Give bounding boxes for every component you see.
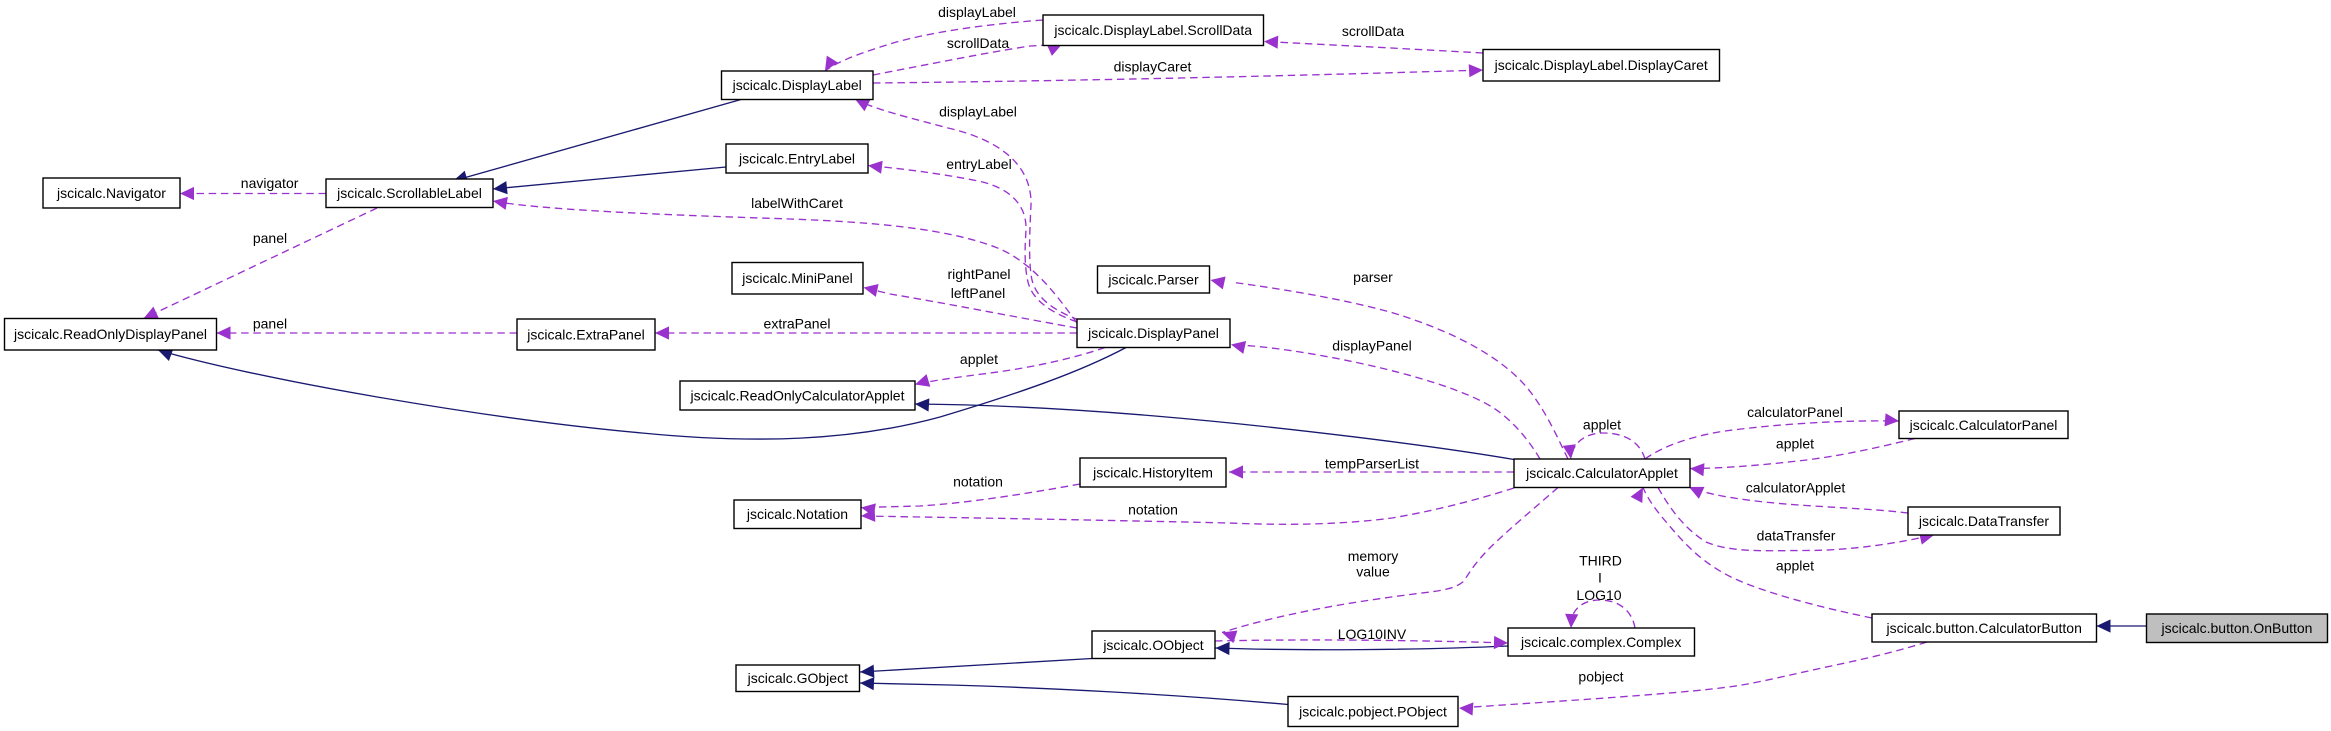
svg-text:jscicalc.EntryLabel: jscicalc.EntryLabel bbox=[738, 151, 855, 167]
svg-text:displayLabel: displayLabel bbox=[939, 104, 1017, 120]
svg-text:jscicalc.Notation: jscicalc.Notation bbox=[746, 506, 848, 522]
svg-text:notation: notation bbox=[953, 474, 1003, 490]
svg-text:entryLabel: entryLabel bbox=[946, 156, 1011, 172]
svg-text:parser: parser bbox=[1353, 269, 1393, 285]
svg-text:scrollData: scrollData bbox=[947, 35, 1009, 51]
svg-text:pobject: pobject bbox=[1578, 669, 1623, 685]
svg-text:applet: applet bbox=[1776, 558, 1814, 574]
svg-text:tempParserList: tempParserList bbox=[1325, 456, 1419, 472]
svg-text:value: value bbox=[1356, 564, 1390, 580]
svg-text:calculatorApplet: calculatorApplet bbox=[1746, 480, 1846, 496]
svg-text:jscicalc.ReadOnlyCalculatorApp: jscicalc.ReadOnlyCalculatorApplet bbox=[690, 388, 905, 404]
svg-text:applet: applet bbox=[1583, 417, 1621, 433]
svg-text:applet: applet bbox=[1776, 436, 1814, 452]
svg-text:jscicalc.DataTransfer: jscicalc.DataTransfer bbox=[1918, 513, 2050, 529]
svg-text:jscicalc.ExtraPanel: jscicalc.ExtraPanel bbox=[526, 327, 645, 343]
svg-text:jscicalc.GObject: jscicalc.GObject bbox=[747, 670, 848, 686]
svg-text:jscicalc.HistoryItem: jscicalc.HistoryItem bbox=[1092, 465, 1213, 481]
svg-text:rightPanel: rightPanel bbox=[947, 266, 1010, 282]
svg-text:jscicalc.Parser: jscicalc.Parser bbox=[1107, 272, 1199, 288]
svg-text:jscicalc.DisplayLabel: jscicalc.DisplayLabel bbox=[732, 77, 862, 93]
svg-text:jscicalc.button.OnButton: jscicalc.button.OnButton bbox=[2161, 620, 2313, 636]
svg-text:jscicalc.button.CalculatorButt: jscicalc.button.CalculatorButton bbox=[1886, 620, 2082, 636]
svg-text:jscicalc.Navigator: jscicalc.Navigator bbox=[56, 185, 166, 201]
svg-text:LOG10INV: LOG10INV bbox=[1338, 626, 1407, 642]
svg-text:I: I bbox=[1598, 570, 1602, 586]
svg-text:LOG10: LOG10 bbox=[1576, 587, 1621, 603]
svg-text:jscicalc.ScrollableLabel: jscicalc.ScrollableLabel bbox=[336, 185, 482, 201]
svg-text:displayLabel: displayLabel bbox=[938, 4, 1016, 20]
svg-text:jscicalc.DisplayLabel.DisplayC: jscicalc.DisplayLabel.DisplayCaret bbox=[1494, 57, 1708, 73]
svg-text:jscicalc.DisplayPanel: jscicalc.DisplayPanel bbox=[1087, 325, 1219, 341]
svg-text:notation: notation bbox=[1128, 502, 1178, 518]
svg-text:dataTransfer: dataTransfer bbox=[1757, 528, 1836, 544]
svg-text:jscicalc.DisplayLabel.ScrollDa: jscicalc.DisplayLabel.ScrollData bbox=[1053, 22, 1252, 38]
svg-text:labelWithCaret: labelWithCaret bbox=[751, 195, 843, 211]
svg-text:panel: panel bbox=[253, 316, 287, 332]
svg-text:jscicalc.CalculatorPanel: jscicalc.CalculatorPanel bbox=[1909, 417, 2058, 433]
svg-text:navigator: navigator bbox=[241, 175, 299, 191]
svg-text:panel: panel bbox=[253, 230, 287, 246]
svg-text:THIRD: THIRD bbox=[1579, 553, 1622, 569]
svg-text:jscicalc.MiniPanel: jscicalc.MiniPanel bbox=[741, 270, 852, 286]
svg-text:displayPanel: displayPanel bbox=[1332, 338, 1411, 354]
svg-text:jscicalc.CalculatorApplet: jscicalc.CalculatorApplet bbox=[1525, 465, 1678, 481]
svg-text:calculatorPanel: calculatorPanel bbox=[1747, 404, 1843, 420]
svg-text:jscicalc.complex.Complex: jscicalc.complex.Complex bbox=[1520, 634, 1681, 650]
svg-text:memory: memory bbox=[1348, 548, 1399, 564]
svg-text:scrollData: scrollData bbox=[1342, 23, 1404, 39]
svg-text:jscicalc.ReadOnlyDisplayPanel: jscicalc.ReadOnlyDisplayPanel bbox=[13, 326, 207, 342]
svg-text:jscicalc.pobject.PObject: jscicalc.pobject.PObject bbox=[1298, 704, 1447, 720]
svg-text:jscicalc.OObject: jscicalc.OObject bbox=[1102, 637, 1203, 653]
svg-text:displayCaret: displayCaret bbox=[1114, 59, 1192, 75]
svg-text:applet: applet bbox=[960, 351, 998, 367]
svg-text:leftPanel: leftPanel bbox=[951, 285, 1005, 301]
svg-text:extraPanel: extraPanel bbox=[764, 316, 831, 332]
